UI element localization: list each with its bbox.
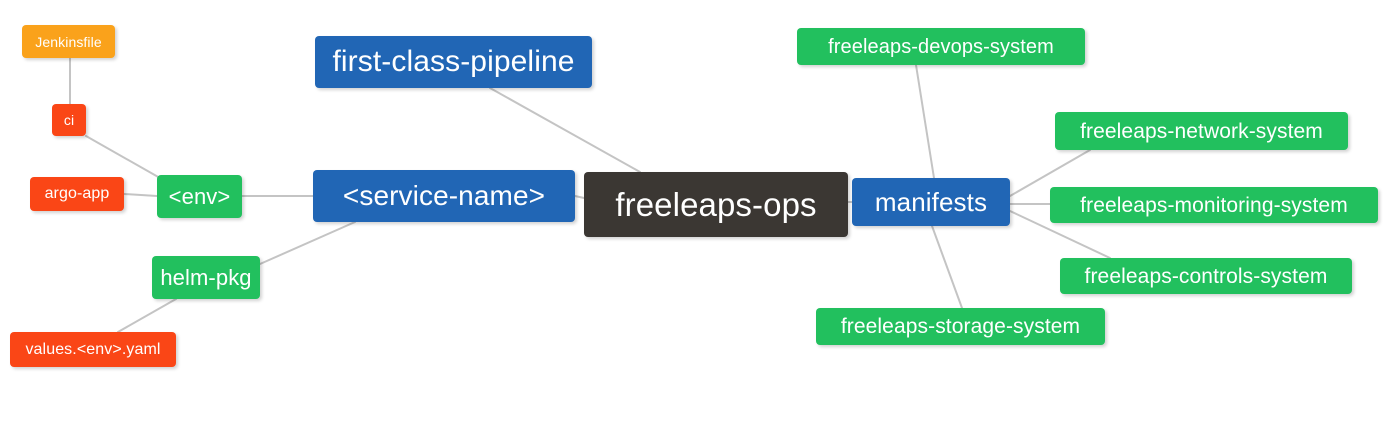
edge-helm-pkg-to-values-yaml bbox=[117, 298, 177, 333]
node-values-yaml[interactable]: values.<env>.yaml bbox=[10, 332, 176, 367]
node-freeleaps-monitoring-system[interactable]: freeleaps-monitoring-system bbox=[1050, 187, 1378, 223]
node-label-freeleaps-storage-system: freeleaps-storage-system bbox=[840, 315, 1081, 338]
node-label-ci: ci bbox=[63, 112, 75, 128]
edge-service-name-to-freeleaps-ops bbox=[574, 195, 585, 199]
node-freeleaps-controls-system[interactable]: freeleaps-controls-system bbox=[1060, 258, 1352, 294]
node-label-first-class-pipeline: first-class-pipeline bbox=[332, 45, 575, 78]
node-argo-app[interactable]: argo-app bbox=[30, 177, 124, 211]
node-freeleaps-network-system[interactable]: freeleaps-network-system bbox=[1055, 112, 1348, 150]
edge-manifests-to-freeleaps-devops-system bbox=[915, 64, 935, 179]
edge-ci-to-env bbox=[85, 135, 161, 179]
node-label-service-name: <service-name> bbox=[342, 180, 546, 211]
node-label-freeleaps-ops: freeleaps-ops bbox=[615, 186, 817, 223]
node-env[interactable]: <env> bbox=[157, 175, 242, 218]
node-label-freeleaps-network-system: freeleaps-network-system bbox=[1080, 119, 1323, 143]
node-freeleaps-ops[interactable]: freeleaps-ops bbox=[584, 172, 848, 237]
node-label-values-yaml: values.<env>.yaml bbox=[25, 340, 161, 358]
node-label-freeleaps-monitoring-system: freeleaps-monitoring-system bbox=[1080, 193, 1348, 217]
node-freeleaps-devops-system[interactable]: freeleaps-devops-system bbox=[797, 28, 1085, 65]
node-label-argo-app: argo-app bbox=[44, 185, 110, 202]
edge-argo-app-to-env bbox=[123, 193, 158, 197]
node-manifests[interactable]: manifests bbox=[852, 178, 1010, 226]
node-label-jenkinsfile: Jenkinsfile bbox=[35, 33, 102, 50]
edge-first-class-pipeline-to-freeleaps-ops bbox=[489, 87, 641, 173]
node-label-freeleaps-devops-system: freeleaps-devops-system bbox=[828, 35, 1054, 58]
node-label-freeleaps-controls-system: freeleaps-controls-system bbox=[1084, 264, 1328, 288]
node-service-name[interactable]: <service-name> bbox=[313, 170, 575, 222]
node-helm-pkg[interactable]: helm-pkg bbox=[152, 256, 260, 299]
node-freeleaps-storage-system[interactable]: freeleaps-storage-system bbox=[816, 308, 1105, 345]
node-first-class-pipeline[interactable]: first-class-pipeline bbox=[315, 36, 592, 88]
node-jenkinsfile[interactable]: Jenkinsfile bbox=[22, 25, 115, 58]
edge-manifests-to-freeleaps-storage-system bbox=[931, 225, 963, 309]
node-label-helm-pkg: helm-pkg bbox=[160, 264, 252, 290]
node-ci[interactable]: ci bbox=[52, 104, 86, 136]
edge-service-name-to-helm-pkg bbox=[259, 221, 356, 265]
node-label-env: <env> bbox=[168, 183, 231, 209]
node-label-manifests: manifests bbox=[874, 187, 988, 217]
